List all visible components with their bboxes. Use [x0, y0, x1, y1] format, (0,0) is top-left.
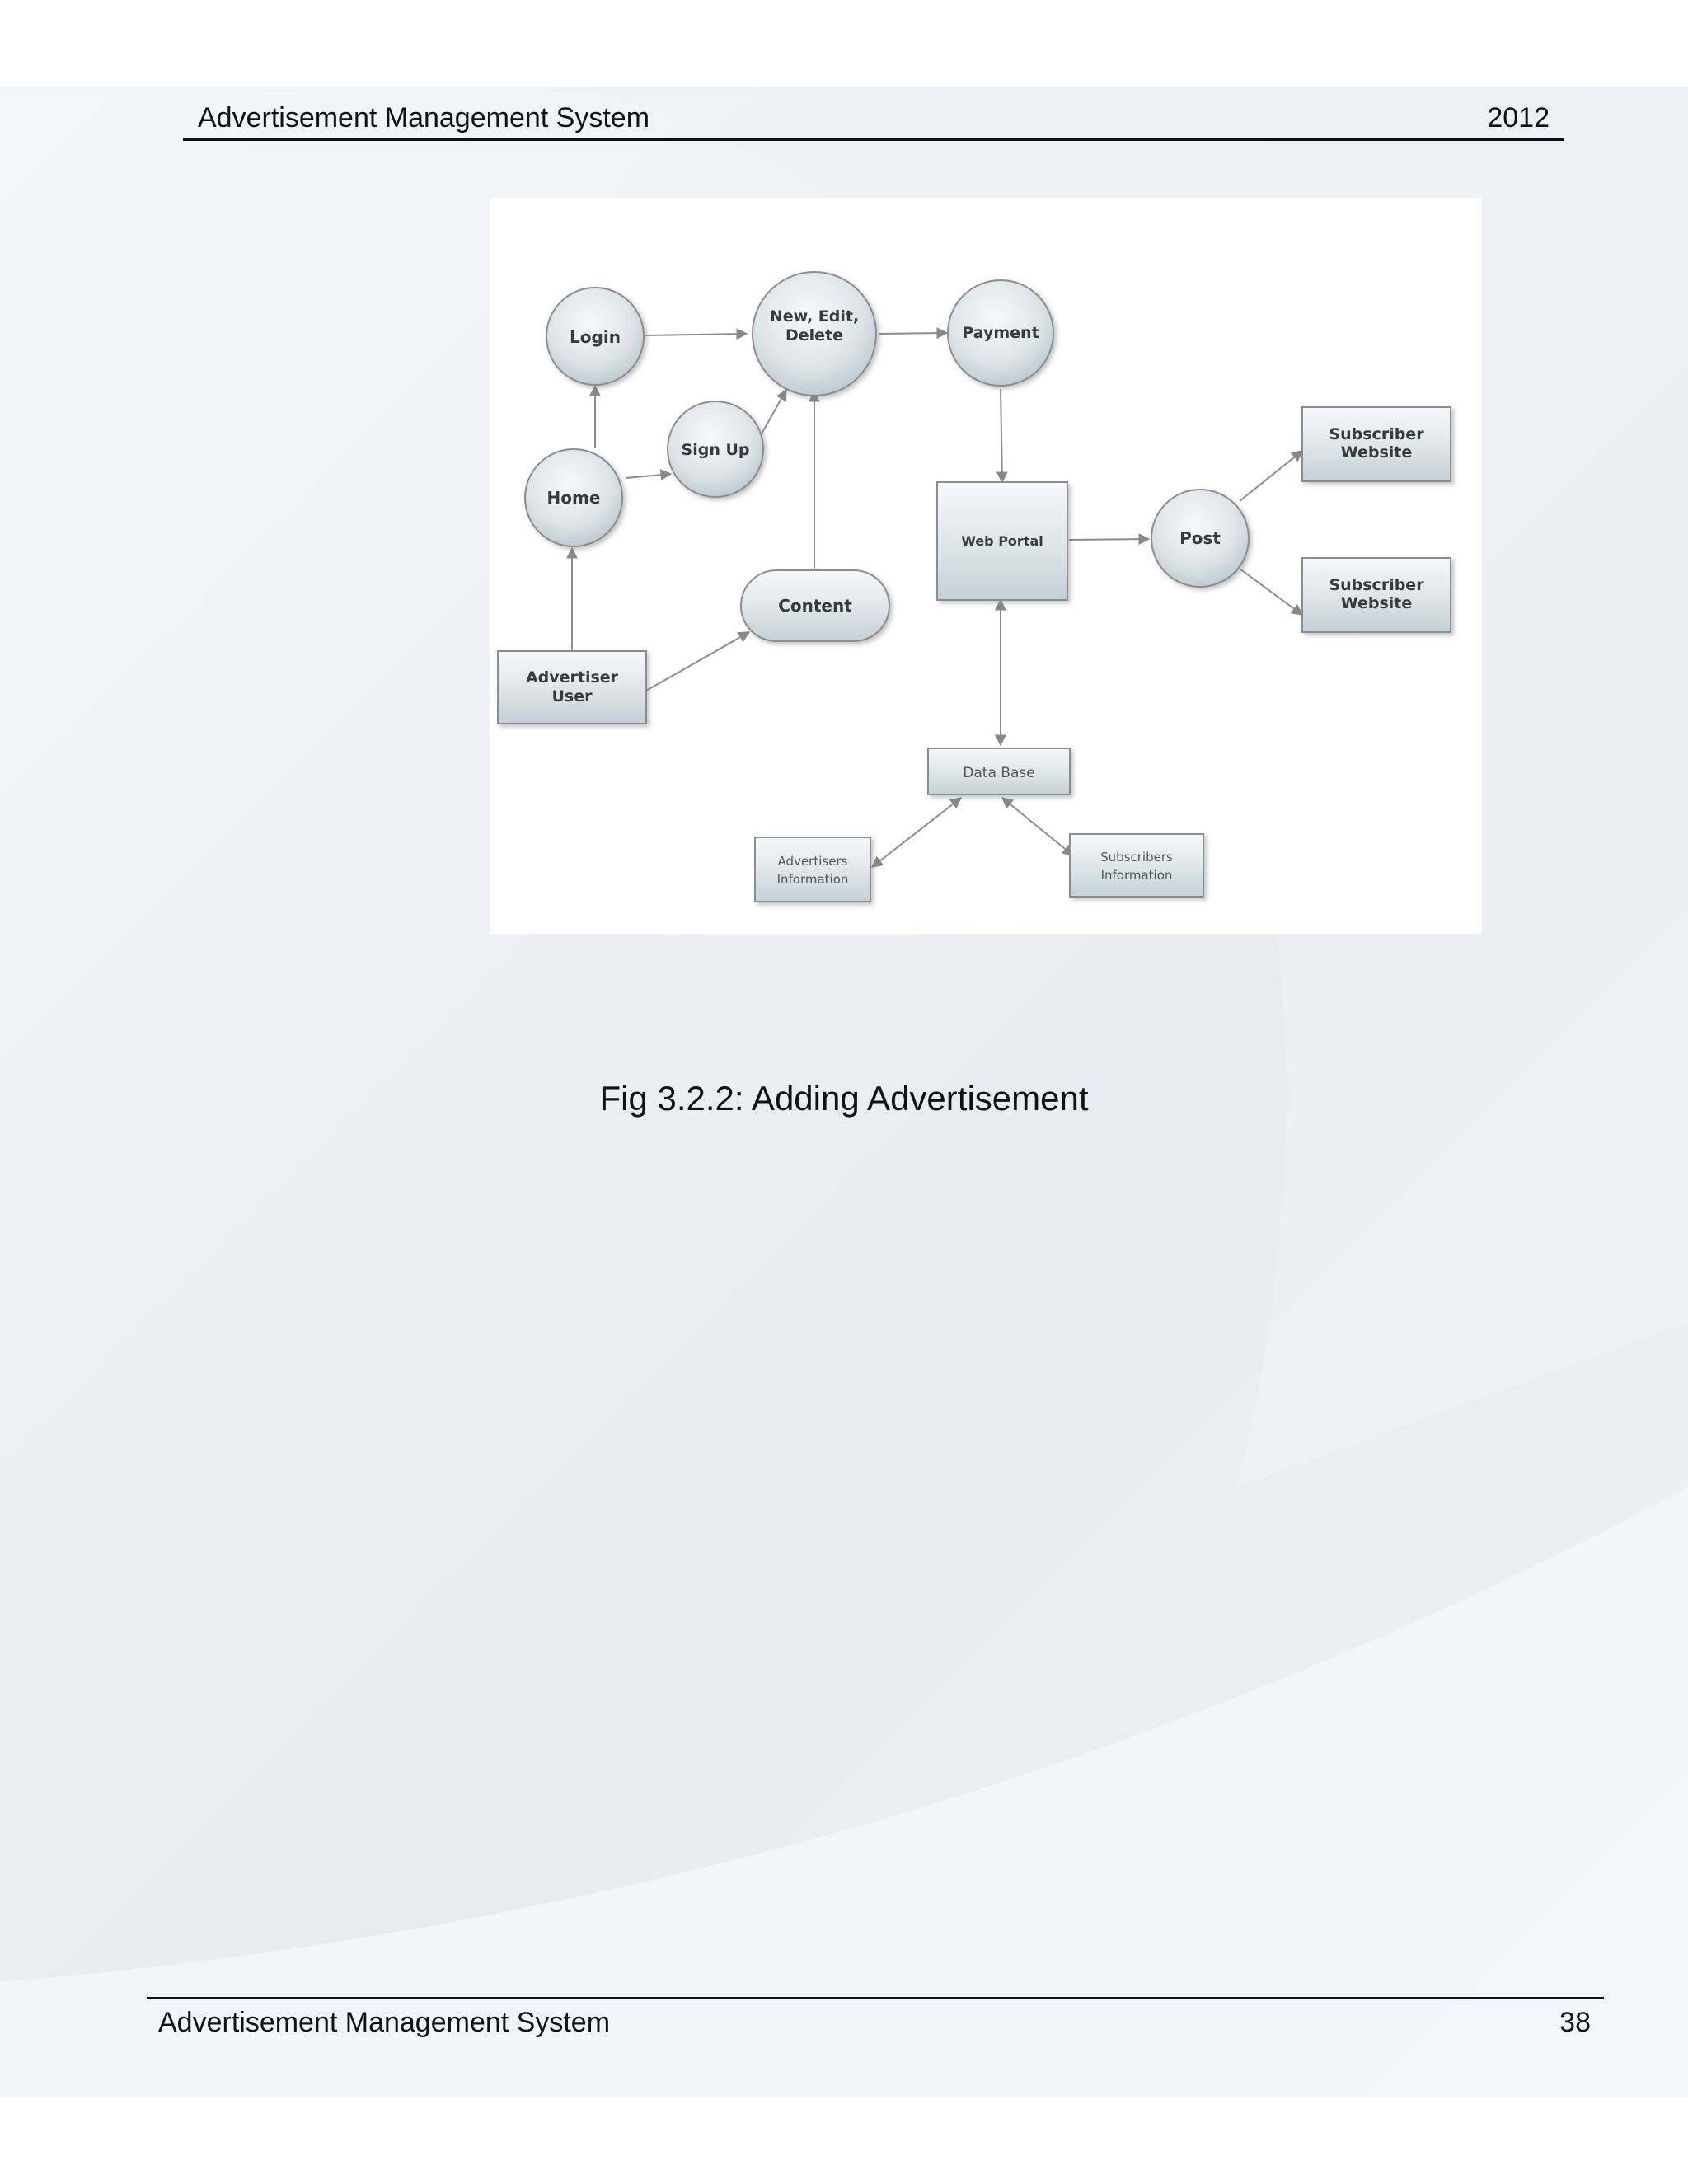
edge-advertiser-user-to-content [645, 631, 751, 691]
node-sign-up-label: Sign Up [682, 441, 750, 459]
node-subscriber-website-1-label-line1: Subscriber [1329, 425, 1424, 443]
flow-diagram: Login New, Edit, Delete Payment Sign Up … [497, 271, 1451, 902]
node-content-label: Content [778, 596, 852, 616]
node-new-edit-delete: New, Edit, Delete [752, 271, 877, 396]
node-advertisers-information-label-line2: Information [777, 872, 849, 887]
node-new-edit-delete-label-line2: Delete [785, 326, 843, 344]
diagram-figure: Login New, Edit, Delete Payment Sign Up … [490, 198, 1482, 934]
edge-new-edit-delete-to-payment [878, 327, 949, 340]
node-home-label: Home [547, 488, 601, 508]
edge-post-to-subscriber-website-1 [1239, 450, 1304, 502]
edge-home-to-sign-up [625, 469, 673, 481]
node-post-label: Post [1179, 528, 1221, 548]
node-data-base-label: Data Base [963, 765, 1034, 781]
edge-sign-up-to-new-edit-delete [759, 388, 787, 438]
node-post: Post [1151, 489, 1250, 588]
node-data-base: Data Base [927, 748, 1071, 795]
node-subscribers-information: Subscribers Information [1069, 833, 1204, 898]
header-year: 2012 [1487, 102, 1550, 134]
connectors [566, 327, 1304, 868]
node-subscriber-website-1-label-line2: Website [1341, 443, 1413, 462]
node-login: Login [546, 287, 645, 386]
header-title: Advertisement Management System [198, 102, 650, 134]
node-subscribers-information-label-line1: Subscribers [1100, 850, 1173, 865]
node-web-portal-label: Web Portal [961, 533, 1043, 549]
node-content: Content [740, 569, 890, 642]
node-sign-up: Sign Up [667, 401, 764, 498]
node-home: Home [524, 448, 623, 547]
edge-login-to-new-edit-delete [643, 328, 748, 340]
node-subscriber-website-2-label-line2: Website [1341, 594, 1413, 612]
edge-payment-to-web-portal [996, 388, 1008, 484]
node-advertisers-information: Advertisers Information [754, 837, 871, 902]
edge-database-subscribers-info [1001, 797, 1075, 856]
edge-database-advertisers-info [870, 797, 963, 868]
node-advertiser-user-label-line1: Advertiser [526, 668, 619, 687]
page-number: 38 [1559, 2007, 1591, 2038]
edge-post-to-subscriber-website-2 [1239, 568, 1304, 616]
node-login-label: Login [570, 327, 621, 347]
node-payment: Payment [947, 279, 1054, 387]
node-web-portal: Web Portal [936, 481, 1068, 601]
header-rule [183, 138, 1564, 141]
node-payment-label: Payment [962, 324, 1039, 342]
node-advertiser-user: Advertiser User [497, 650, 647, 724]
footer-title: Advertisement Management System [158, 2007, 611, 2038]
figure-caption: Fig 3.2.2: Adding Advertisement [599, 1079, 1089, 1118]
edge-web-portal-to-post [1068, 533, 1151, 546]
node-advertiser-user-label-line2: User [552, 687, 593, 705]
node-subscriber-website-2: Subscriber Website [1301, 557, 1451, 633]
node-subscriber-website-2-label-line1: Subscriber [1329, 576, 1424, 594]
node-new-edit-delete-label-line1: New, Edit, [770, 307, 859, 326]
node-subscriber-website-1: Subscriber Website [1301, 406, 1451, 482]
node-advertisers-information-label-line1: Advertisers [778, 854, 848, 869]
node-subscribers-information-label-line2: Information [1101, 868, 1173, 883]
footer-rule [147, 1997, 1604, 1999]
